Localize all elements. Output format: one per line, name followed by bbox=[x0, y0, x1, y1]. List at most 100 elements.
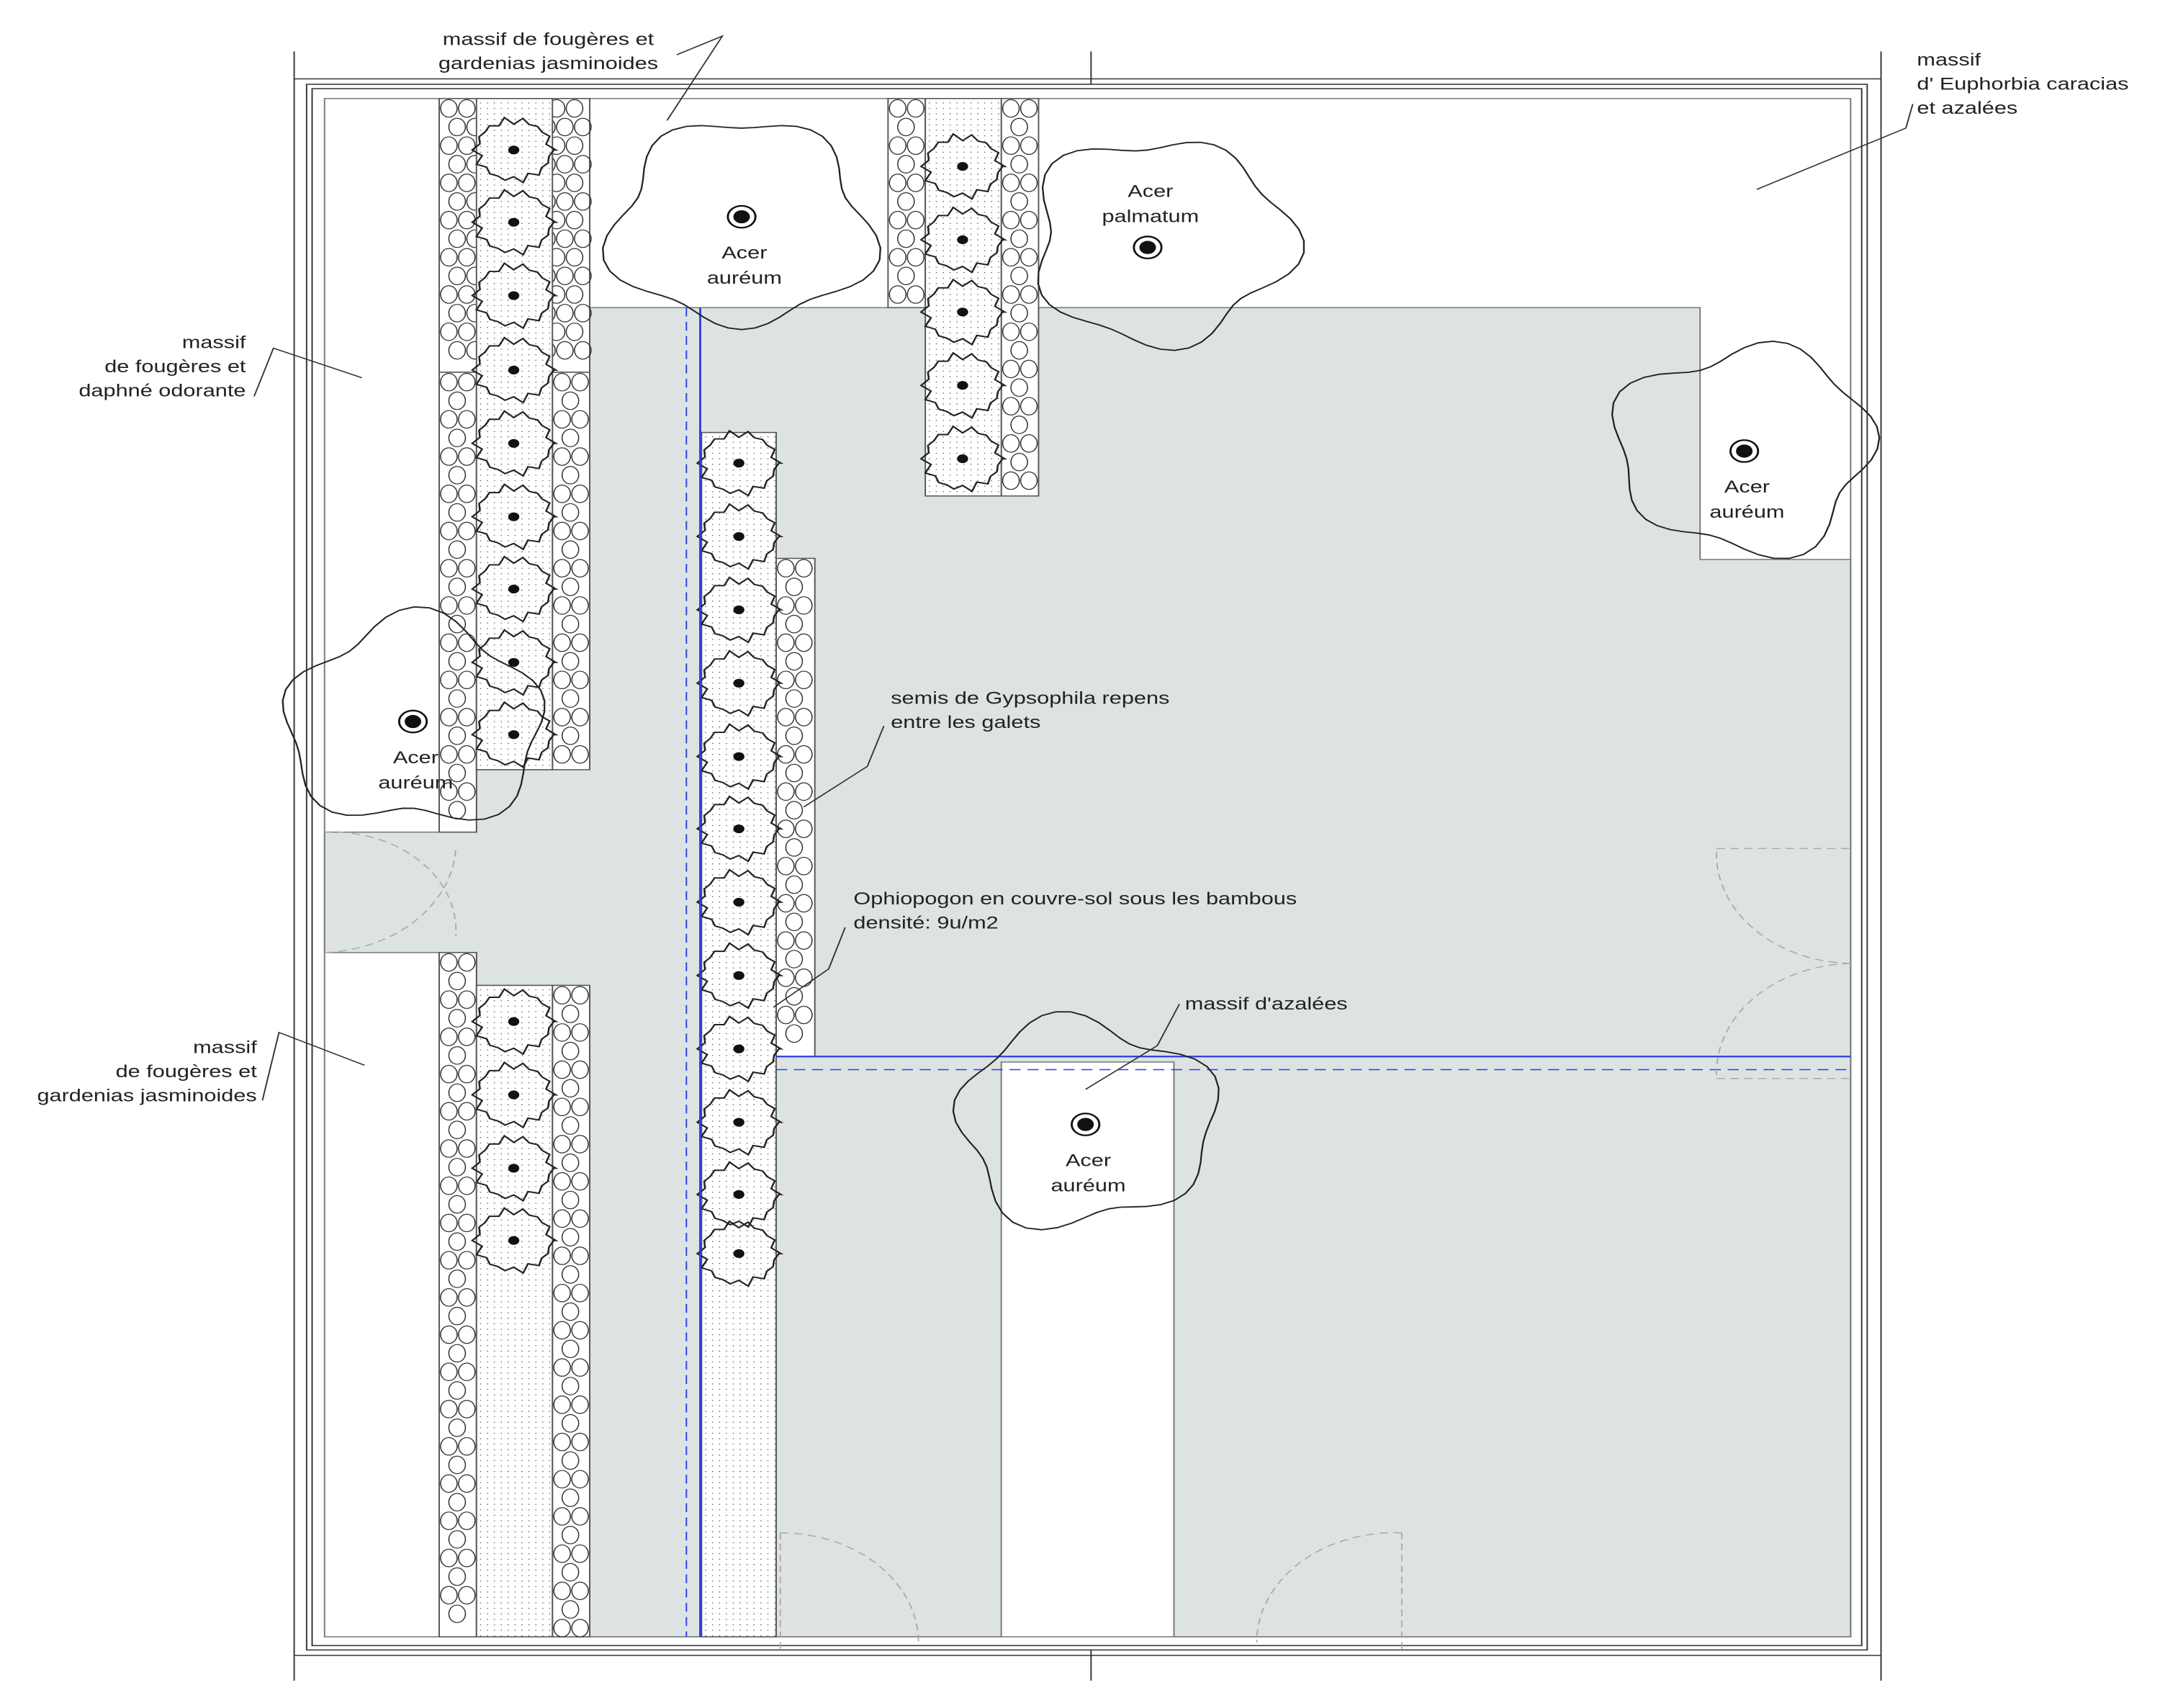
pebble bbox=[440, 1176, 458, 1195]
pebble bbox=[440, 1400, 458, 1419]
pebble bbox=[571, 410, 589, 429]
shrub-center-dot bbox=[508, 291, 520, 300]
pebble bbox=[777, 708, 795, 727]
pebble bbox=[571, 1135, 589, 1154]
pebble bbox=[448, 614, 467, 634]
pebble bbox=[448, 341, 467, 360]
pebble bbox=[440, 1511, 458, 1530]
annotation-line: densité: 9u/m2 bbox=[853, 912, 998, 932]
pebble bbox=[556, 341, 574, 360]
pebble bbox=[448, 971, 467, 991]
bamboo-shrub bbox=[470, 555, 559, 623]
pebble bbox=[795, 931, 813, 950]
pebble bbox=[571, 447, 589, 466]
pebble bbox=[448, 428, 467, 447]
pebble bbox=[795, 745, 813, 764]
pebble bbox=[553, 559, 571, 577]
pebble bbox=[553, 745, 571, 764]
pebble bbox=[565, 248, 584, 267]
pebble bbox=[553, 1246, 571, 1265]
pebble bbox=[553, 1097, 571, 1117]
tree-trunk-dot bbox=[733, 210, 750, 224]
pebble bbox=[458, 248, 476, 267]
pebble bbox=[440, 1474, 458, 1493]
pebble bbox=[440, 782, 458, 801]
pebble bbox=[458, 484, 476, 503]
pebble bbox=[571, 1172, 589, 1191]
shrub-center-dot bbox=[957, 235, 968, 245]
tree-canopy bbox=[602, 125, 881, 331]
pebble bbox=[574, 229, 592, 248]
pebble bbox=[458, 670, 476, 690]
pebble bbox=[448, 304, 467, 323]
pebble bbox=[785, 986, 804, 1006]
pebble bbox=[556, 117, 574, 137]
pebble bbox=[458, 1064, 476, 1084]
pebble bbox=[458, 285, 476, 304]
pebble bbox=[448, 1046, 467, 1065]
pebble bbox=[777, 856, 795, 876]
pebble bbox=[1010, 378, 1028, 397]
pebble bbox=[1002, 248, 1020, 267]
pebble bbox=[777, 819, 795, 838]
pebble bbox=[553, 1581, 571, 1601]
pebble bbox=[571, 521, 589, 541]
pebble bbox=[458, 1288, 476, 1307]
pebble bbox=[440, 99, 458, 118]
pebble bbox=[571, 1283, 589, 1303]
pebble bbox=[458, 1362, 476, 1381]
pebble bbox=[553, 1060, 571, 1079]
pebble bbox=[565, 174, 584, 192]
pebble bbox=[553, 708, 571, 727]
tree-label: palmatum bbox=[1102, 207, 1199, 226]
pebble bbox=[571, 986, 589, 1004]
annotation-line: semis de Gypsophila repens bbox=[891, 688, 1169, 708]
pebble bbox=[440, 410, 458, 429]
pebble bbox=[795, 670, 813, 690]
pebble bbox=[785, 950, 804, 968]
pebble bbox=[448, 1269, 467, 1288]
pebble bbox=[556, 266, 574, 285]
pebble bbox=[1020, 99, 1038, 118]
pebble bbox=[440, 447, 458, 466]
pebble bbox=[448, 540, 467, 559]
pebble bbox=[458, 596, 476, 615]
bamboo-shrub bbox=[470, 1207, 559, 1275]
pebble bbox=[440, 285, 458, 304]
pebble bbox=[556, 229, 574, 248]
pebble bbox=[440, 1251, 458, 1269]
annotation-line: d' Euphorbia caracias bbox=[1917, 74, 2128, 94]
pebble bbox=[571, 1432, 589, 1452]
bamboo-shrub bbox=[470, 189, 559, 256]
pebble bbox=[440, 1102, 458, 1121]
pebble bbox=[448, 266, 467, 285]
pebble bbox=[556, 304, 574, 323]
pebble bbox=[561, 1600, 580, 1619]
pebble bbox=[561, 727, 580, 745]
pebble bbox=[571, 745, 589, 764]
pebble bbox=[561, 466, 580, 485]
pebble bbox=[1010, 341, 1028, 360]
pebble bbox=[561, 1228, 580, 1246]
pebble bbox=[440, 596, 458, 615]
pebble bbox=[906, 99, 925, 118]
shrub-center-dot bbox=[508, 657, 520, 667]
tree-canopy bbox=[952, 1011, 1220, 1231]
pebble bbox=[440, 1064, 458, 1084]
pebble bbox=[458, 1139, 476, 1158]
annotation-line: de fougères et bbox=[104, 356, 246, 376]
annotation-ophiopogon: Ophiopogon en couvre-sol sous les bambou… bbox=[853, 889, 1297, 932]
groundcover-bed bbox=[475, 984, 554, 1637]
pebble bbox=[556, 155, 574, 174]
pebble bbox=[561, 1079, 580, 1098]
pebble bbox=[561, 1302, 580, 1321]
pebble bbox=[448, 689, 467, 708]
pebble bbox=[553, 670, 571, 690]
bamboo-shrub bbox=[470, 336, 559, 404]
bamboo-shrub bbox=[470, 483, 559, 551]
pebble bbox=[574, 266, 592, 285]
pebble bbox=[785, 801, 804, 819]
annotation-top-massif: massif de fougères et gardenias jasminoi… bbox=[438, 29, 658, 73]
pebble bbox=[571, 1470, 589, 1488]
